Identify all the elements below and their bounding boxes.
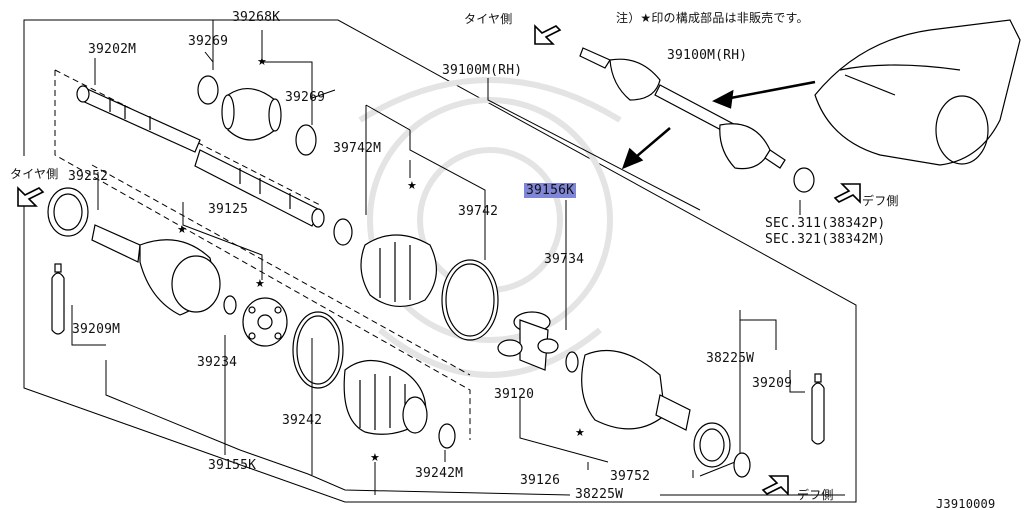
part-label-39269-right[interactable]: 39269: [285, 90, 326, 105]
part-label-39252[interactable]: 39252: [68, 169, 109, 184]
star-marker: ★: [255, 277, 265, 290]
part-label-39100M-top[interactable]: 39100M(RH): [667, 48, 748, 63]
highlight-39156: 39156K: [524, 183, 577, 198]
direction-tire-top: タイヤ側: [464, 12, 513, 26]
tripod-39120: [497, 311, 579, 373]
boot-39268K: [197, 75, 317, 156]
hollow-arrows: [17, 24, 861, 496]
part-label-39155K[interactable]: 39155K: [208, 458, 257, 473]
part-label-39742M[interactable]: 39742M: [333, 141, 382, 156]
bottle-39209M: [51, 263, 65, 335]
part-label-38225W-right[interactable]: 38225W: [706, 351, 755, 366]
direction-diff-bottom: デフ側: [797, 488, 834, 502]
watermark: [358, 77, 622, 378]
shaft-39202M: [76, 85, 325, 228]
part-label-39126[interactable]: 39126: [520, 473, 561, 488]
part-label-39268K[interactable]: 39268K: [232, 10, 281, 25]
boot-39241: [343, 359, 456, 449]
bottle-39209: [811, 373, 825, 445]
part-label-39209M[interactable]: 39209M: [72, 322, 121, 337]
section-ref-311[interactable]: SEC.311(38342P): [765, 216, 886, 231]
diagram-id: J3910009: [936, 497, 996, 510]
part-label-39156K[interactable]: 39156K: [524, 183, 577, 198]
inner-boot-39742: [333, 218, 499, 341]
arrows: [621, 80, 816, 170]
part-label-39100M-mid[interactable]: 39100M(RH): [442, 63, 523, 78]
direction-tire-left: タイヤ側: [10, 167, 59, 181]
part-label-39242[interactable]: 39242: [282, 413, 323, 428]
housing-39752: [581, 349, 751, 478]
star-marker: ★: [407, 179, 417, 192]
star-marker: ★: [370, 451, 380, 464]
car-outline: [814, 19, 1021, 166]
part-label-39234[interactable]: 39234: [197, 355, 238, 370]
note-text: 注）★印の構成部品は非販売です。: [616, 11, 809, 25]
part-label-39209[interactable]: 39209: [752, 376, 793, 391]
part-label-39125[interactable]: 39125: [208, 202, 249, 217]
part-label-39120[interactable]: 39120: [494, 387, 535, 402]
assembled-shaft-39100M: [579, 47, 815, 193]
part-label-39202M[interactable]: 39202M: [88, 42, 137, 57]
band-39242: [292, 311, 344, 389]
star-marker: ★: [575, 426, 585, 439]
star-marker: ★: [257, 55, 267, 68]
star-marker: ★: [177, 223, 187, 236]
section-ref-321[interactable]: SEC.321(38342M): [765, 232, 886, 247]
part-label-39242M[interactable]: 39242M: [415, 466, 464, 481]
part-label-39752[interactable]: 39752: [610, 469, 651, 484]
part-label-39734[interactable]: 39734: [544, 252, 585, 267]
frame-outline: [23, 19, 857, 503]
direction-diff-right: デフ側: [862, 194, 899, 208]
part-label-39269-top[interactable]: 39269: [188, 34, 229, 49]
part-label-38225W-bottom[interactable]: 38225W: [575, 487, 624, 502]
outer-joint-39100M: [47, 187, 221, 316]
part-label-39742[interactable]: 39742: [458, 204, 499, 219]
bearing-39234: [223, 295, 288, 347]
